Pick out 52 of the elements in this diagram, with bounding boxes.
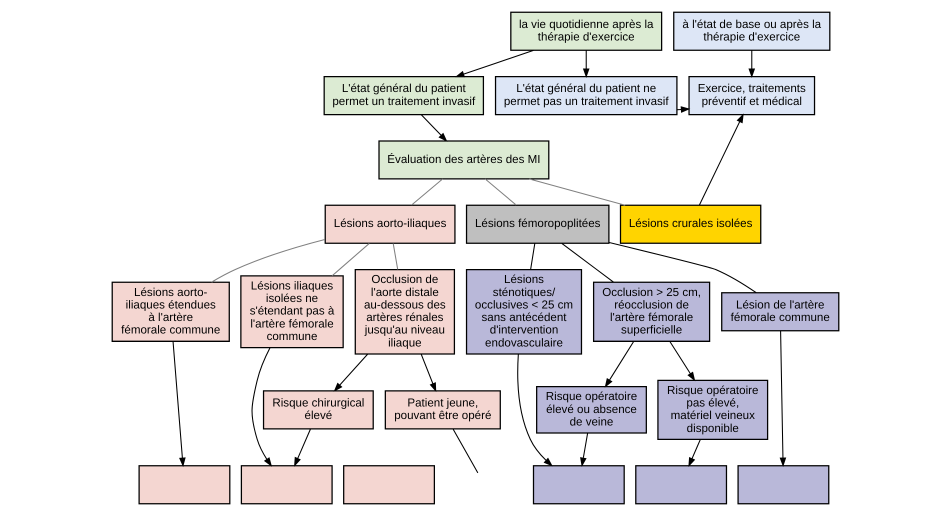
node-box: Lésions aorto-iliaques [324,204,456,244]
arrow [604,341,634,388]
arrow [516,354,552,466]
node-box: Risque opératoire élevé ou absence de veine [536,386,646,434]
arrow [669,341,695,382]
connector [608,242,756,294]
node-box: la vie quotidienne après la thérapie d'exercice [510,12,662,51]
node-box: à l'état de base ou après la thérapie d'exercice [672,12,830,51]
node-box: Risque opératoire pas élevé, matériel veineux disponible [656,380,768,440]
arrow [333,354,368,392]
connector [392,243,398,270]
arrow [420,114,447,142]
node-box: Lésions sténotiques/ occlusives < 25 cm sans antécédent d'intervention endovasculaire [465,268,582,355]
node-box [342,465,434,504]
node-box: Risque chirurgical élevé [262,390,374,430]
arrow [698,113,744,206]
connector [530,243,535,270]
arrow [779,330,786,468]
node-box [532,465,624,504]
node-box: Évaluation des artères des MI [378,140,549,180]
node-box: Occlusion > 25 cm, réocclusion de l'artère fémorale superficielle [592,282,710,342]
arrow [676,106,690,113]
node-box: Lésions fémoropoplitées [465,204,610,244]
node-box: Lésion de l'artère fémorale commune [720,292,839,332]
node-box: Occlusion de l'aorte distale au-dessous des artères rénales jusqu'au niveau iliaque [354,268,455,355]
node-box: L'état général du patient ne permet pas un traitement invasif [494,76,678,116]
connector [452,428,478,474]
node-box [240,465,332,504]
arrow [688,439,700,468]
node-box [634,465,727,504]
arrow [172,341,186,468]
node-box: Exercice, traitements préventif et médical [688,76,815,116]
node-box: Lésions crurales isolées [619,204,761,244]
connector [561,243,614,283]
connector [210,238,324,283]
connector [410,178,442,206]
connector [331,243,370,276]
arrow [580,433,588,468]
node-box: L'état général du patient permet un traitement invasif [323,76,484,116]
node-box [138,465,230,504]
node-box: Patient jeune, pouvant être opéré [384,390,500,430]
node-box: Lésions iliaques isolées ne s'étendant pas à l'artère fémorale commune [240,275,344,348]
arrow [748,50,755,78]
node-box: Lésions aorto-iliaques étendues à l'artère fémorale commune [111,282,230,342]
connector [484,178,516,206]
connector [528,178,625,206]
node-box [736,465,829,504]
arrow [454,50,534,78]
arrow [420,354,436,392]
arrow [251,347,272,467]
arrow [582,50,590,78]
arrow [294,428,311,467]
